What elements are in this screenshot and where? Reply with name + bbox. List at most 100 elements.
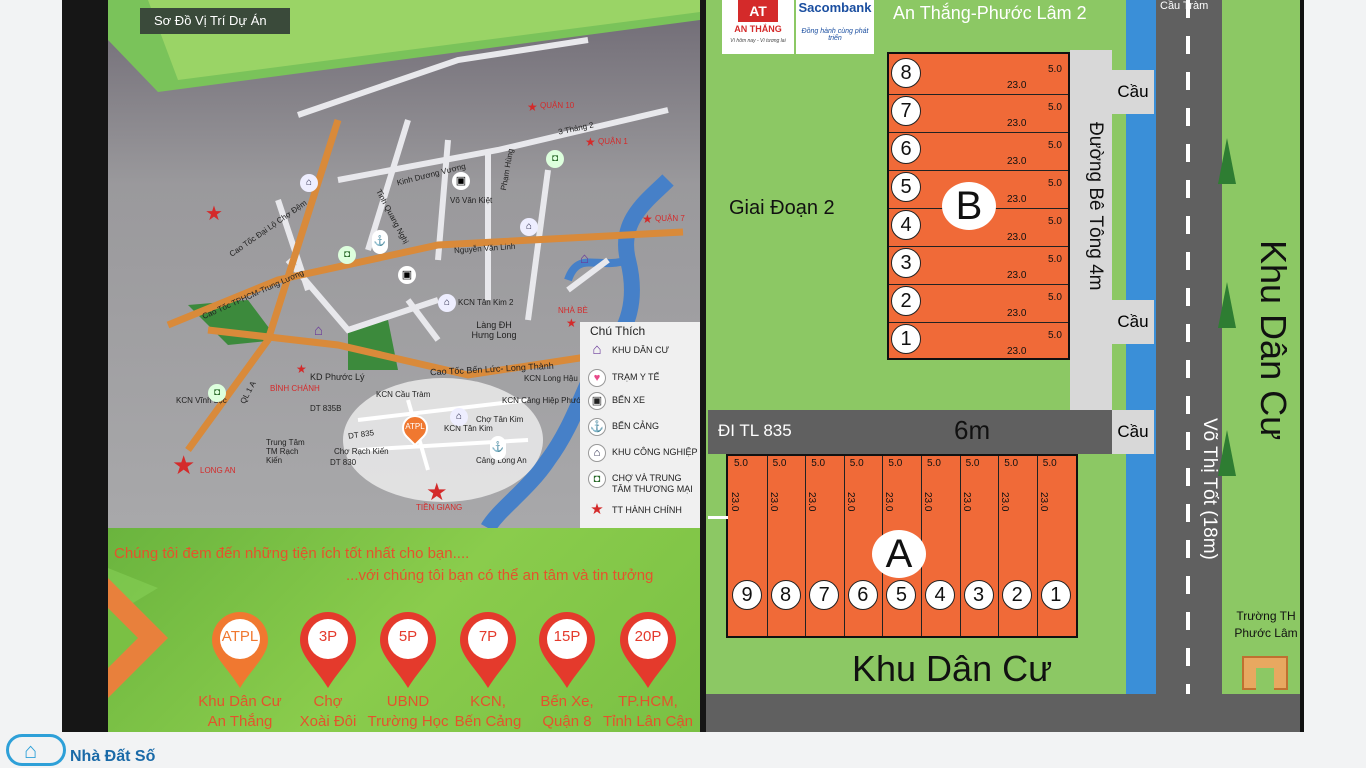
logo-sacom-name: Sacombank xyxy=(798,0,872,15)
label-kcn-cang-hiep-phuoc: KCN Cảng Hiệp Phước xyxy=(502,396,586,405)
lot-number-b[interactable]: 5 xyxy=(891,172,921,202)
star-icon: ★ xyxy=(527,100,538,114)
market-icon: ◘ xyxy=(588,470,606,488)
label-kcn-tan-kim: KCN Tân Kim xyxy=(444,424,493,433)
lot-divider xyxy=(889,132,1068,133)
lot-number-a[interactable]: 3 xyxy=(963,580,994,610)
lot-number-b[interactable]: 1 xyxy=(891,324,921,354)
bus-icon: ▣ xyxy=(588,392,606,410)
bus-icon: ▣ xyxy=(398,266,416,284)
label-quan1: QUẬN 1 xyxy=(598,137,628,146)
lot-divider xyxy=(959,456,961,636)
lot-number-a[interactable]: 9 xyxy=(732,580,762,610)
location-map xyxy=(108,0,700,528)
port-icon: ⚓ xyxy=(372,230,388,254)
star-icon: ★ xyxy=(205,203,223,225)
lot-number-b[interactable]: 6 xyxy=(891,134,921,164)
lot-divider xyxy=(843,456,845,636)
lot-number-a[interactable]: 6 xyxy=(847,580,878,610)
lot-depth-label: 23.0 xyxy=(1007,232,1027,243)
lot-number-a[interactable]: 2 xyxy=(1002,580,1033,610)
lot-number-a[interactable]: 5 xyxy=(886,580,917,610)
lot-width-label: 5.0 xyxy=(1004,458,1019,469)
lot-depth-label: 23.0 xyxy=(767,492,779,512)
lot-number-a[interactable]: 4 xyxy=(925,580,955,610)
legend-title: Chú Thích xyxy=(590,324,646,338)
factory-icon: ⌂ xyxy=(520,218,538,236)
lot-width-label: 5.0 xyxy=(849,458,864,469)
lot-divider xyxy=(889,322,1068,323)
lot-depth-label: 23.0 xyxy=(960,492,972,512)
map-title: Sơ Đồ Vị Trí Dự Án xyxy=(140,8,290,34)
pin-badge: 3P xyxy=(318,628,338,645)
watermark-text: Nhà Đất Số xyxy=(70,748,156,765)
label-cang-long-an: Cảng Long An xyxy=(476,456,527,465)
label-nhabe: NHÀ BÈ xyxy=(558,306,588,315)
star-icon: ★ xyxy=(172,450,196,480)
vo-thi-tot-label: Võ Thị Tốt (18m) xyxy=(1199,418,1220,560)
port-icon: ⚓ xyxy=(588,418,606,436)
lot-depth-label: 23.0 xyxy=(844,492,856,512)
residential-bottom-label: Khu Dân Cư xyxy=(852,648,1053,689)
pin-badge: ATPL xyxy=(221,628,259,645)
label-kcn-tan-kim-2: KCN Tân Kim 2 xyxy=(458,298,514,307)
lot-number-b[interactable]: 2 xyxy=(891,286,921,316)
site-plan-right-border xyxy=(1300,0,1304,732)
lot-width-label: 5.0 xyxy=(1048,216,1062,227)
lot-number-a[interactable]: 1 xyxy=(1040,580,1071,610)
factory-icon: ⌂ xyxy=(450,408,468,426)
school-gate-opening xyxy=(1256,668,1274,692)
atpl-location-label: ATPL xyxy=(405,422,425,431)
promo-line-2: ...với chúng tôi bạn có thể an tâm và ti… xyxy=(346,567,654,584)
logo-sacombank: Sacombank Đồng hành cùng phát triển xyxy=(796,0,874,54)
logo-an-thang: AT AN THẮNG Vì hôm nay - Vì tương lai xyxy=(722,0,794,54)
road-centerline xyxy=(1186,0,1190,694)
lot-divider xyxy=(889,170,1068,171)
lot-width-label: 5.0 xyxy=(888,458,903,469)
house-icon: ⌂ xyxy=(314,322,324,339)
lot-divider xyxy=(889,246,1068,247)
lot-width-label: 5.0 xyxy=(1048,64,1062,75)
lot-number-b[interactable]: 3 xyxy=(891,248,921,278)
lot-divider xyxy=(766,456,768,636)
lot-width-label: 5.0 xyxy=(965,458,980,469)
legend-item-label: TT HÀNH CHÍNH xyxy=(612,505,682,515)
label-kd-phuoc-ly: KD Phước Lý xyxy=(310,372,365,382)
lot-number-b[interactable]: 8 xyxy=(891,58,921,88)
pin-caption-line-1: TP.HCM, xyxy=(618,693,678,710)
lot-divider xyxy=(1036,456,1038,636)
pin-caption-line-1: Bến Xe, xyxy=(540,693,594,710)
legend-item-label: BẾN CẢNG xyxy=(612,421,660,431)
pin-badge: 5P xyxy=(398,628,418,645)
lot-width-label: 5.0 xyxy=(734,458,748,469)
lot-depth-label: 23.0 xyxy=(1007,118,1027,129)
residential-right-label: Khu Dân Cư xyxy=(1253,240,1294,441)
lot-depth-label: 23.0 xyxy=(1007,308,1027,319)
lot-divider xyxy=(889,284,1068,285)
logo-at-slogan: Vì hôm nay - Vì tương lai xyxy=(730,38,786,44)
lot-number-a[interactable]: 8 xyxy=(770,580,801,610)
label-longan: LONG AN xyxy=(200,466,236,475)
location-pin-icon xyxy=(380,612,436,688)
pin-caption-line-1: Khu Dân Cư xyxy=(198,693,282,710)
factory-icon: ⌂ xyxy=(588,444,606,462)
tree-icon xyxy=(1218,138,1236,184)
lot-depth-label: 23.0 xyxy=(922,492,933,512)
lot-depth-label: 23.0 xyxy=(999,492,1011,512)
lot-depth-label: 23.0 xyxy=(1007,156,1027,167)
lot-number-a[interactable]: 7 xyxy=(809,580,840,610)
label-tiengiang: TIỀN GIANG xyxy=(416,503,463,512)
heart-icon: ♥ xyxy=(588,369,606,387)
house-icon: ⌂ xyxy=(580,250,590,267)
lot-number-b[interactable]: 4 xyxy=(891,210,921,240)
lot-number-b[interactable]: 7 xyxy=(891,96,921,126)
lot-depth-label: 23.0 xyxy=(1007,194,1027,205)
label-kcn-vinh-loc: KCN Vĩnh Lộc xyxy=(176,396,227,405)
star-icon: ★ xyxy=(642,212,653,226)
lot-width-label: 5.0 xyxy=(1048,254,1062,265)
logo-at-mark: AT xyxy=(738,0,778,22)
pin-badge: 7P xyxy=(478,628,498,645)
top-road-label: An Thắng-Phước Lâm 2 xyxy=(893,3,1087,23)
label-binhchanh: BÌNH CHÁNH xyxy=(270,384,320,393)
school-label: Trường TH Phước Lâm xyxy=(1234,609,1298,640)
